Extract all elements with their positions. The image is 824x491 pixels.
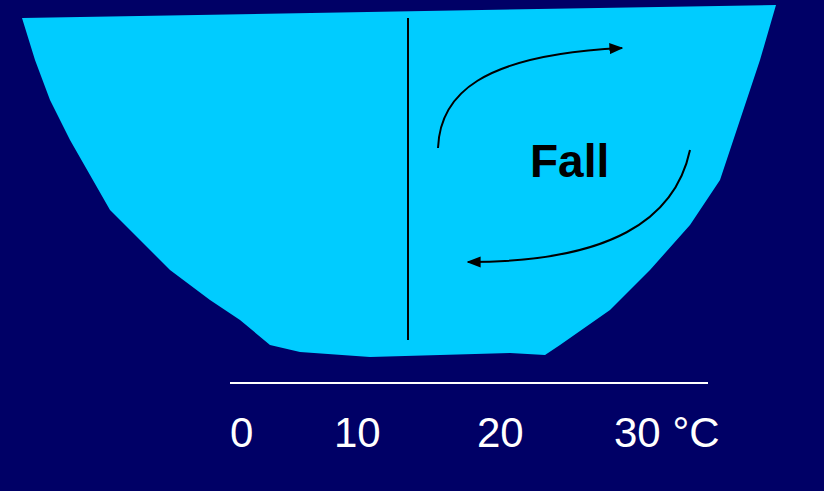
lake-basin: Fall [18, 4, 780, 360]
circulation-arrow [468, 150, 690, 262]
circulation-arrow [438, 48, 622, 148]
axis-tick-label: 20 [477, 412, 524, 454]
axis-tick-label: 30 °C [614, 412, 720, 454]
season-label: Fall [530, 138, 609, 184]
axis-tick-label: 0 [230, 412, 253, 454]
axis-tick-label: 10 [334, 412, 381, 454]
lake-outline [18, 4, 780, 360]
thermometer-line [407, 18, 409, 340]
axis-line [230, 382, 708, 384]
lake-water [22, 5, 776, 357]
